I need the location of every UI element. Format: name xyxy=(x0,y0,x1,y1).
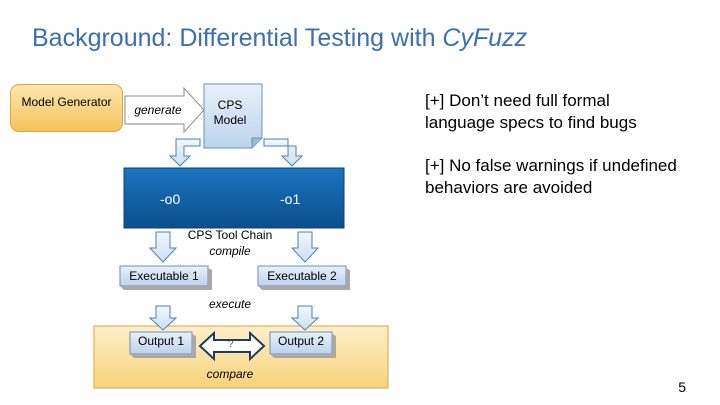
arrow-to-out2 xyxy=(290,305,320,331)
model-generator-label: Model Generator xyxy=(21,95,112,109)
title-tool-name: CyFuzz xyxy=(442,24,528,52)
note-2-line-2: behaviors are avoided xyxy=(425,178,593,197)
opt-o1-label: -o1 xyxy=(280,191,301,207)
compare-question-mark: ? xyxy=(228,339,234,350)
arrow-to-o0 xyxy=(168,138,201,167)
arrow-to-o1 xyxy=(263,138,304,167)
note-1-line-2: language specs to find bugs xyxy=(425,113,637,132)
generate-arrow xyxy=(124,86,205,134)
arrow-to-exe2 xyxy=(290,231,320,263)
note-1-line-1: [+] Don’t need full formal xyxy=(425,91,610,110)
toolchain-label: CPS Tool Chain xyxy=(187,228,273,242)
arrow-to-exe1 xyxy=(148,231,178,263)
compile-label: compile xyxy=(209,244,251,258)
title-text: Background: Differential Testing with xyxy=(32,24,443,52)
toolchain-box xyxy=(123,167,345,229)
execute-label: execute xyxy=(208,297,252,311)
cps-model-label: CPS Model xyxy=(213,98,247,127)
output-1-label: Output 1 xyxy=(137,334,185,348)
executable-2-label: Executable 2 xyxy=(267,269,337,283)
compare-double-arrow xyxy=(198,330,266,362)
generate-label: generate xyxy=(134,103,182,117)
opt-o0-label: -o0 xyxy=(160,191,181,207)
compare-label: compare xyxy=(206,367,254,381)
page-number: 5 xyxy=(678,379,686,395)
model-generator-box: Model Generator xyxy=(10,84,123,132)
slide-title: Background: Differential Testing with Cy… xyxy=(32,24,527,53)
output-2-label: Output 2 xyxy=(277,334,325,348)
executable-1-label: Executable 1 xyxy=(129,269,199,283)
note-formal-specs: [+] Don’t need full formal language spec… xyxy=(425,90,637,134)
note-false-warnings: [+] No false warnings if undefined behav… xyxy=(425,155,677,199)
arrow-to-out1 xyxy=(148,305,178,331)
note-2-line-1: [+] No false warnings if undefined xyxy=(425,156,677,175)
